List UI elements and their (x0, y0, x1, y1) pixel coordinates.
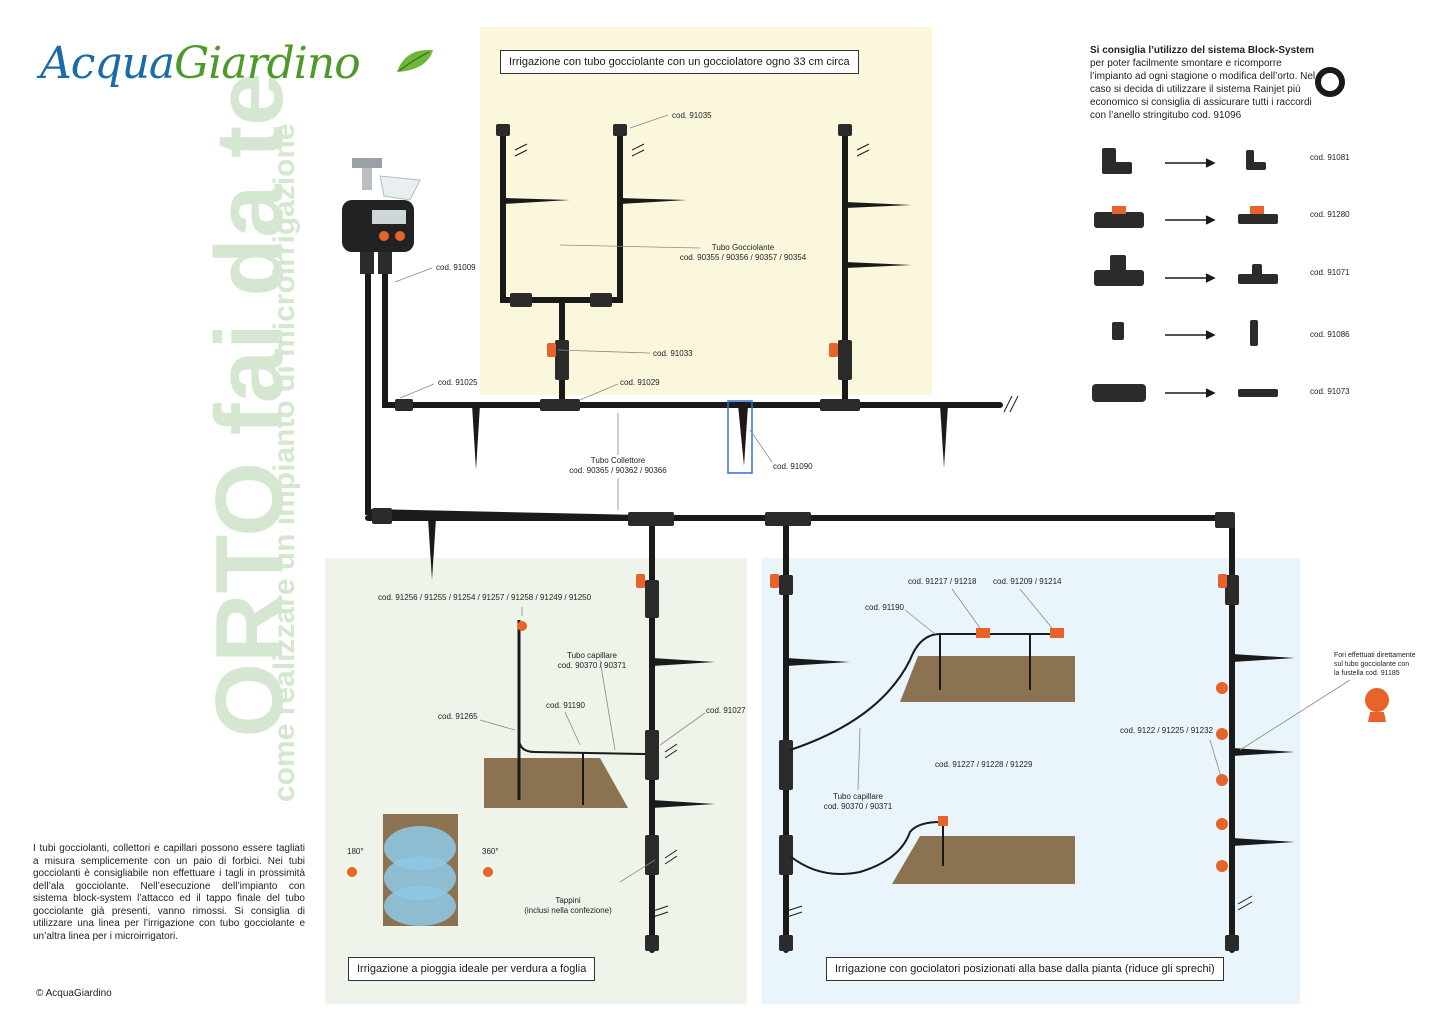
drip-zone-caption: Irrigazione con tubo gocciolante con un … (500, 50, 859, 74)
label-91029: cod. 91029 (620, 378, 660, 387)
leaf-icon (397, 49, 433, 72)
fitting-code: cod. 91073 (1310, 387, 1350, 396)
spray-zone-caption: Irrigazione a pioggia ideale per verdura… (348, 957, 596, 981)
copyright: © AcquaGiardino (36, 988, 112, 999)
fitting-code: cod. 91081 (1310, 153, 1350, 162)
label-91217: cod. 91217 / 91218 (908, 577, 977, 586)
label-360: 360° (482, 847, 499, 856)
label-91025: cod. 91025 (438, 378, 478, 387)
label-91265: cod. 91265 (438, 712, 478, 721)
logo-part-acqua: Acqua (40, 38, 175, 89)
label-91209: cod. 91209 / 91214 (993, 577, 1062, 586)
label-gocc-title: Tubo Gocciolante (711, 243, 775, 252)
label-fori-1: Fori effettuati direttamente (1334, 652, 1416, 659)
block-system-note: Si consiglia l’utilizzo del sistema Bloc… (1090, 44, 1320, 122)
label-fori-3: la fustella cod. 91185 (1334, 670, 1400, 677)
label-91190-right: cod. 91190 (865, 603, 904, 612)
label-fori: Fori effettuati direttamente sul tubo goc… (1334, 651, 1416, 678)
label-cap-title-r: Tubo capillare (833, 792, 883, 801)
note-body: per poter facilmente smontare e ricompor… (1090, 58, 1316, 121)
highlight-91090 (727, 400, 753, 474)
label-91035: cod. 91035 (672, 111, 712, 120)
label-91122: cod. 9122 / 91225 / 91232 (1120, 726, 1213, 735)
note-title: Si consiglia l’utilizzo del sistema Bloc… (1090, 45, 1314, 56)
label-91227: cod. 91227 / 91228 / 91229 (935, 760, 1033, 769)
label-180: 180° (347, 847, 364, 856)
label-91190-left: cod. 91190 (546, 701, 585, 710)
brand-logo: AcquaGiardino (40, 38, 433, 89)
label-tappini-title: Tappini (555, 896, 581, 905)
installation-tips: I tubi gocciolanti, collettori e capilla… (33, 843, 305, 942)
label-cap-codes-l: cod. 90370 / 90371 (557, 661, 627, 670)
label-91027: cod. 91027 (706, 706, 746, 715)
label-coll-codes: cod. 90365 / 90362 / 90366 (569, 466, 667, 475)
fitting-code: cod. 91086 (1310, 330, 1350, 339)
logo-part-giardino: Giardino (174, 38, 361, 89)
label-coll-title: Tubo Collettore (590, 456, 646, 465)
fitting-code: cod. 91280 (1310, 210, 1350, 219)
label-gocc-codes: cod. 90355 / 90356 / 90357 / 90354 (679, 253, 807, 262)
label-91090: cod. 91090 (773, 462, 813, 471)
label-cap-title-l: Tubo capillare (567, 651, 617, 660)
tap-timer-icon (342, 158, 421, 274)
drip-stakes (428, 198, 1295, 846)
label-spray-codes: cod. 91256 / 91255 / 91254 / 91257 / 912… (378, 593, 592, 602)
label-tappini: Tappini(inclusi nella confezione) (520, 896, 616, 916)
label-tappini-sub: (inclusi nella confezione) (524, 906, 612, 915)
label-cap-codes-r: cod. 90370 / 90371 (823, 802, 893, 811)
dripper-zone-background (762, 558, 1300, 1004)
drip-zone-background (480, 27, 932, 395)
dripper-zone-caption: Irrigazione con gociolatori posizionati … (826, 957, 1224, 981)
label-91009: cod. 91009 (436, 263, 476, 272)
fitting-code: cod. 91071 (1310, 268, 1350, 277)
label-91033: cod. 91033 (653, 349, 693, 358)
label-fori-2: sul tubo gocciolante con (1334, 661, 1410, 668)
